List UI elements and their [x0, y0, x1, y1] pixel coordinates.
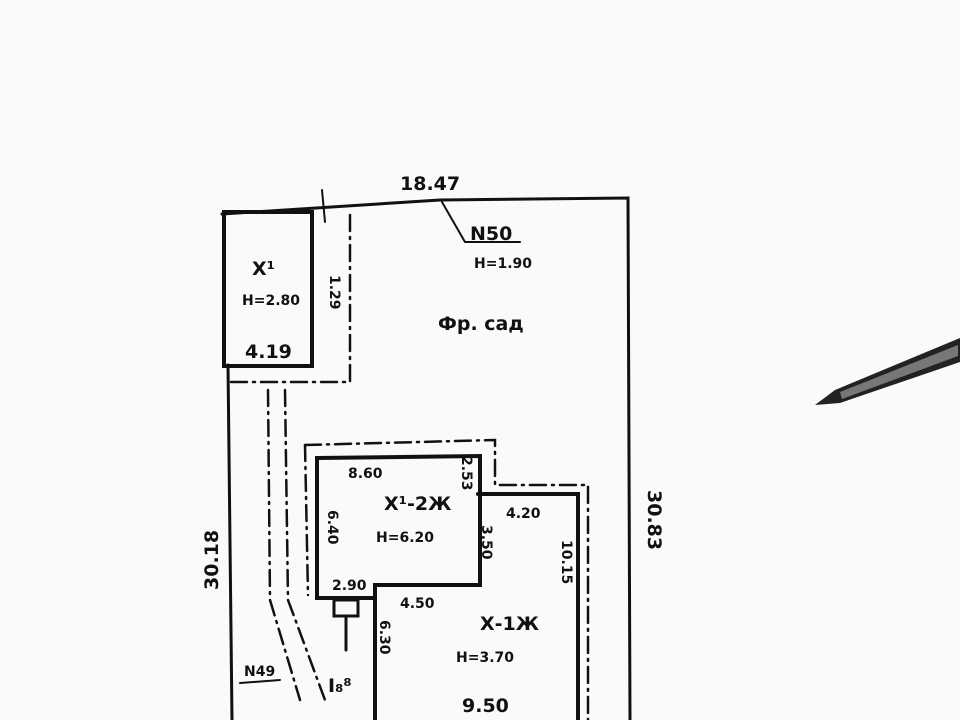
house-lower-inner-depth: 6.30: [376, 620, 392, 655]
left-length: 30.18: [201, 530, 223, 590]
point-north-height: H=1.90: [474, 256, 532, 272]
plot-boundary: [220, 196, 632, 720]
top-length: 18.47: [400, 173, 460, 195]
pencil-icon: [815, 338, 960, 405]
annex-side: 1.29: [326, 275, 342, 310]
point-southwest: N49: [244, 664, 275, 680]
house-upper-outline: [315, 453, 482, 600]
house-upper-width: 8.60: [348, 466, 383, 482]
point-north: N50: [470, 223, 512, 245]
garden-label: Фр. сад: [438, 313, 524, 335]
house-lower-depth-inner: 3.50: [478, 525, 494, 560]
house-upper-depth: 6.40: [324, 510, 340, 545]
entrance-label: I₈⁸: [328, 675, 352, 697]
right-length: 30.83: [643, 490, 665, 550]
annex-label: Х¹: [252, 258, 275, 280]
house-upper-height: H=6.20: [376, 530, 434, 546]
house-lower-label: Х-1Ж: [480, 613, 539, 635]
house-lower-bottom: 9.50: [462, 695, 509, 717]
house-upper-label: Х¹-2Ж: [384, 493, 451, 515]
house-lower-outline: [373, 492, 580, 720]
annex-height: H=2.80: [242, 293, 300, 309]
house-lower-height: H=3.70: [456, 650, 514, 666]
annex-outline: [222, 210, 314, 368]
house-upper-step: 2.90: [332, 578, 367, 594]
house-lower-inner-width: 4.50: [400, 596, 435, 612]
house-lower-depth: 10.15: [558, 540, 574, 584]
annex-width: 4.19: [245, 341, 292, 363]
house-upper-offset: 2.53: [458, 456, 474, 491]
house-lower-width-top: 4.20: [506, 506, 541, 522]
